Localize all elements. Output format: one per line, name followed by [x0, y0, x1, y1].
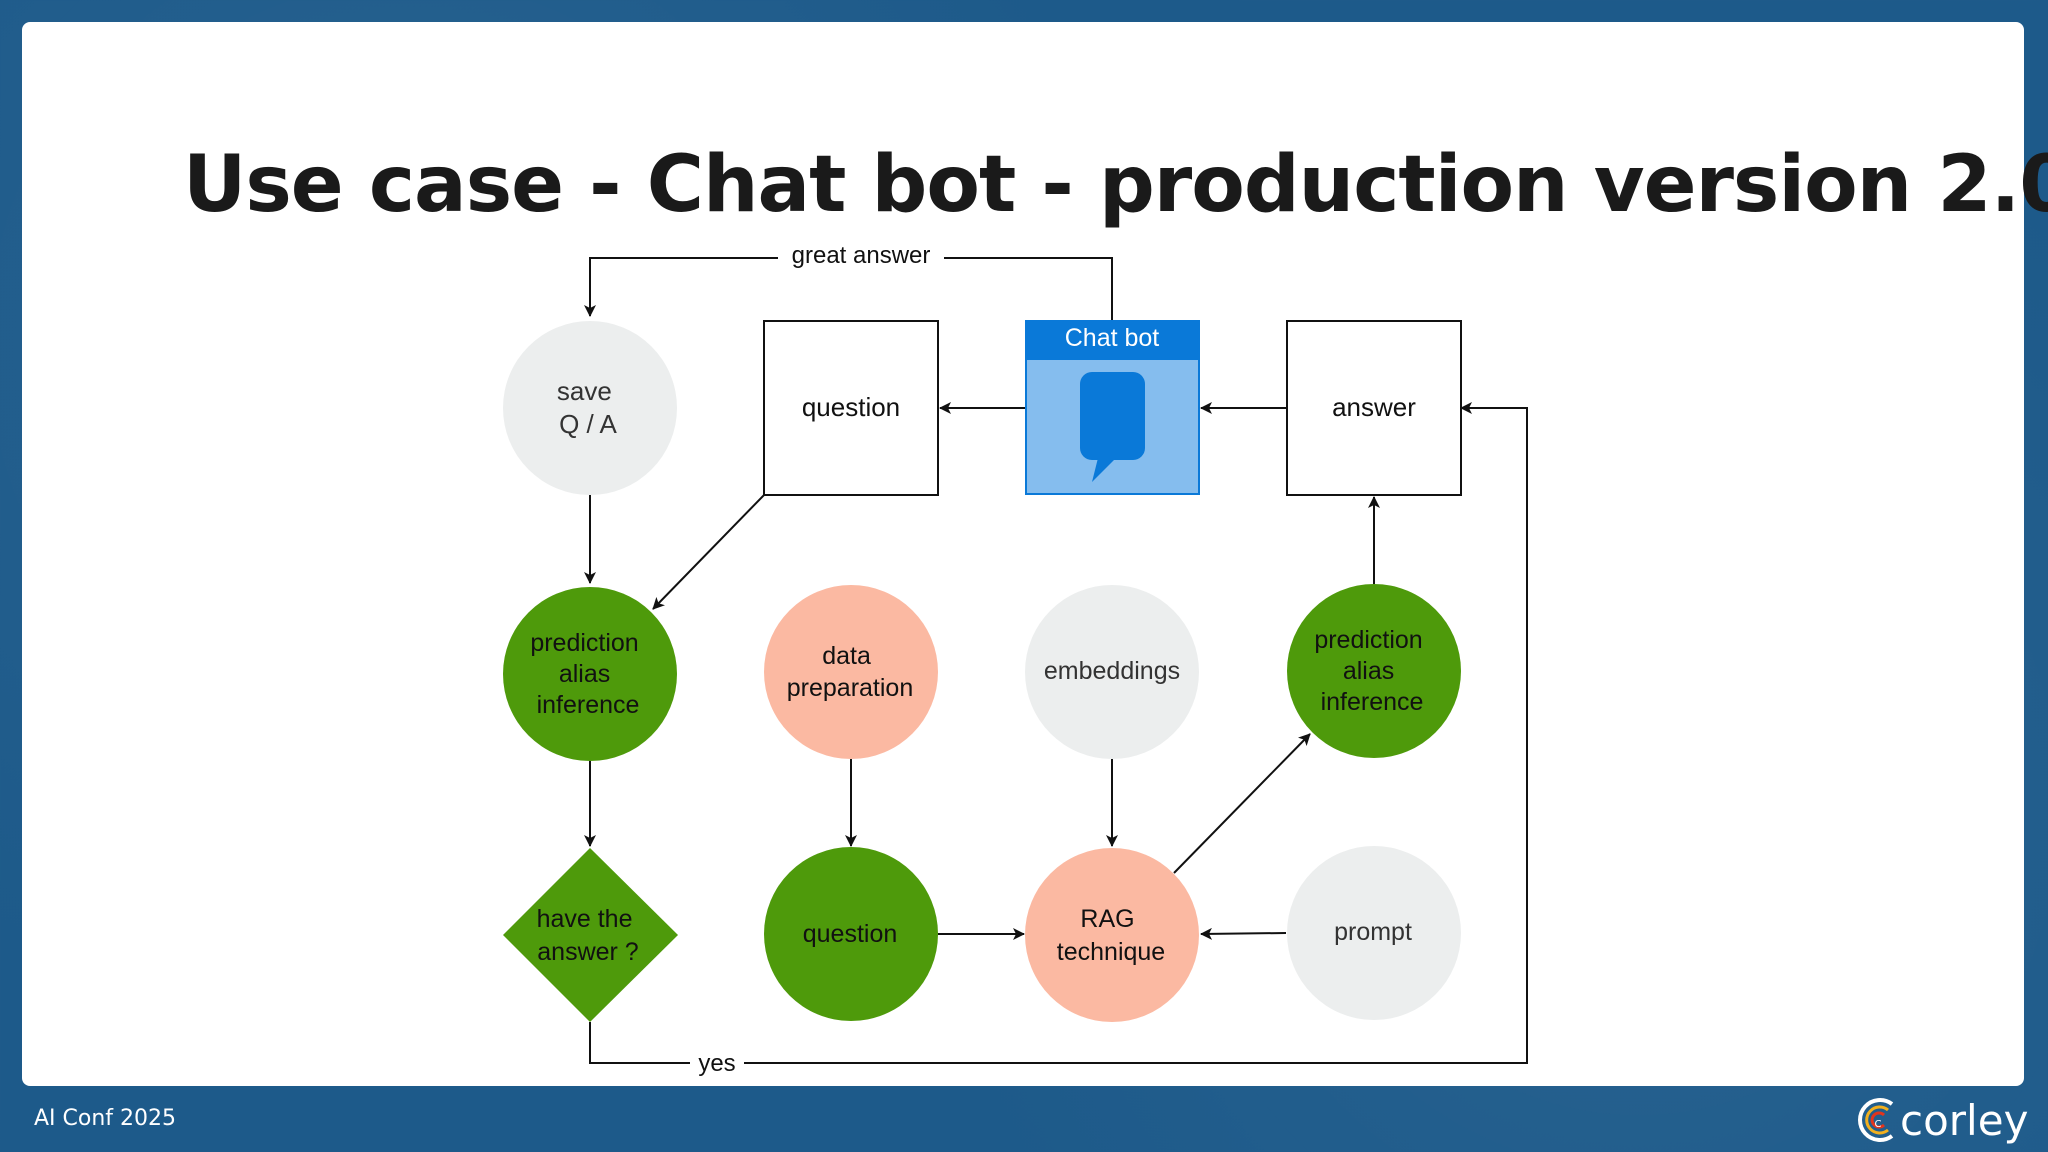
edge-rag-to-prediction: [1173, 733, 1311, 874]
chatbot-header-label: Chat bot: [1065, 324, 1160, 352]
node-prompt: [1287, 846, 1461, 1020]
corley-logo-text: corley: [1900, 1095, 2029, 1145]
corley-logo-icon: C: [1858, 1098, 1894, 1142]
node-prediction-right-label: prediction alias inference: [1314, 626, 1429, 716]
label-great-answer: great answer: [792, 242, 931, 269]
node-rag-technique-label: RAG technique: [1057, 905, 1165, 966]
node-question-circle-label: question: [803, 920, 898, 948]
node-embeddings: [1025, 585, 1199, 759]
node-embeddings-label: embeddings: [1044, 657, 1180, 685]
node-question-box-label: question: [802, 392, 900, 422]
node-have-the-answer: [503, 848, 678, 1022]
corley-logo-glyph: C: [1875, 1119, 1882, 1130]
node-answer-box-label: answer: [1332, 392, 1416, 422]
node-have-the-answer-label: have the answer ?: [537, 905, 640, 966]
edge-prompt-to-rag: [1200, 927, 1287, 940]
node-prompt-label: prompt: [1334, 918, 1412, 946]
node-rag-technique: [1025, 848, 1199, 1022]
slide-title: Use case - Chat bot - production version…: [183, 140, 2048, 230]
node-chatbot: Chat bot: [1025, 320, 1200, 495]
chat-bubble-icon: [1080, 372, 1145, 482]
edge-yes: [589, 402, 1528, 1064]
node-data-preparation: [764, 585, 938, 759]
node-prediction-right: [1287, 584, 1461, 758]
node-prediction-left-label: prediction alias inference: [530, 629, 645, 719]
node-save-qa: [503, 321, 677, 495]
node-question-box: [763, 320, 939, 496]
slide-canvas: [22, 22, 2024, 1086]
footer-event-name: AI Conf 2025: [34, 1106, 177, 1131]
label-yes: yes: [698, 1050, 735, 1077]
node-prediction-left: [503, 587, 677, 761]
node-data-preparation-label: data preparation: [787, 642, 913, 702]
edge-question-to-prediction: [652, 494, 765, 610]
node-answer-box: [1286, 320, 1462, 496]
node-question-circle: [764, 847, 938, 1021]
corley-logo: C corley: [1858, 1092, 2028, 1148]
node-save-qa-label: save Q / A: [557, 376, 619, 439]
